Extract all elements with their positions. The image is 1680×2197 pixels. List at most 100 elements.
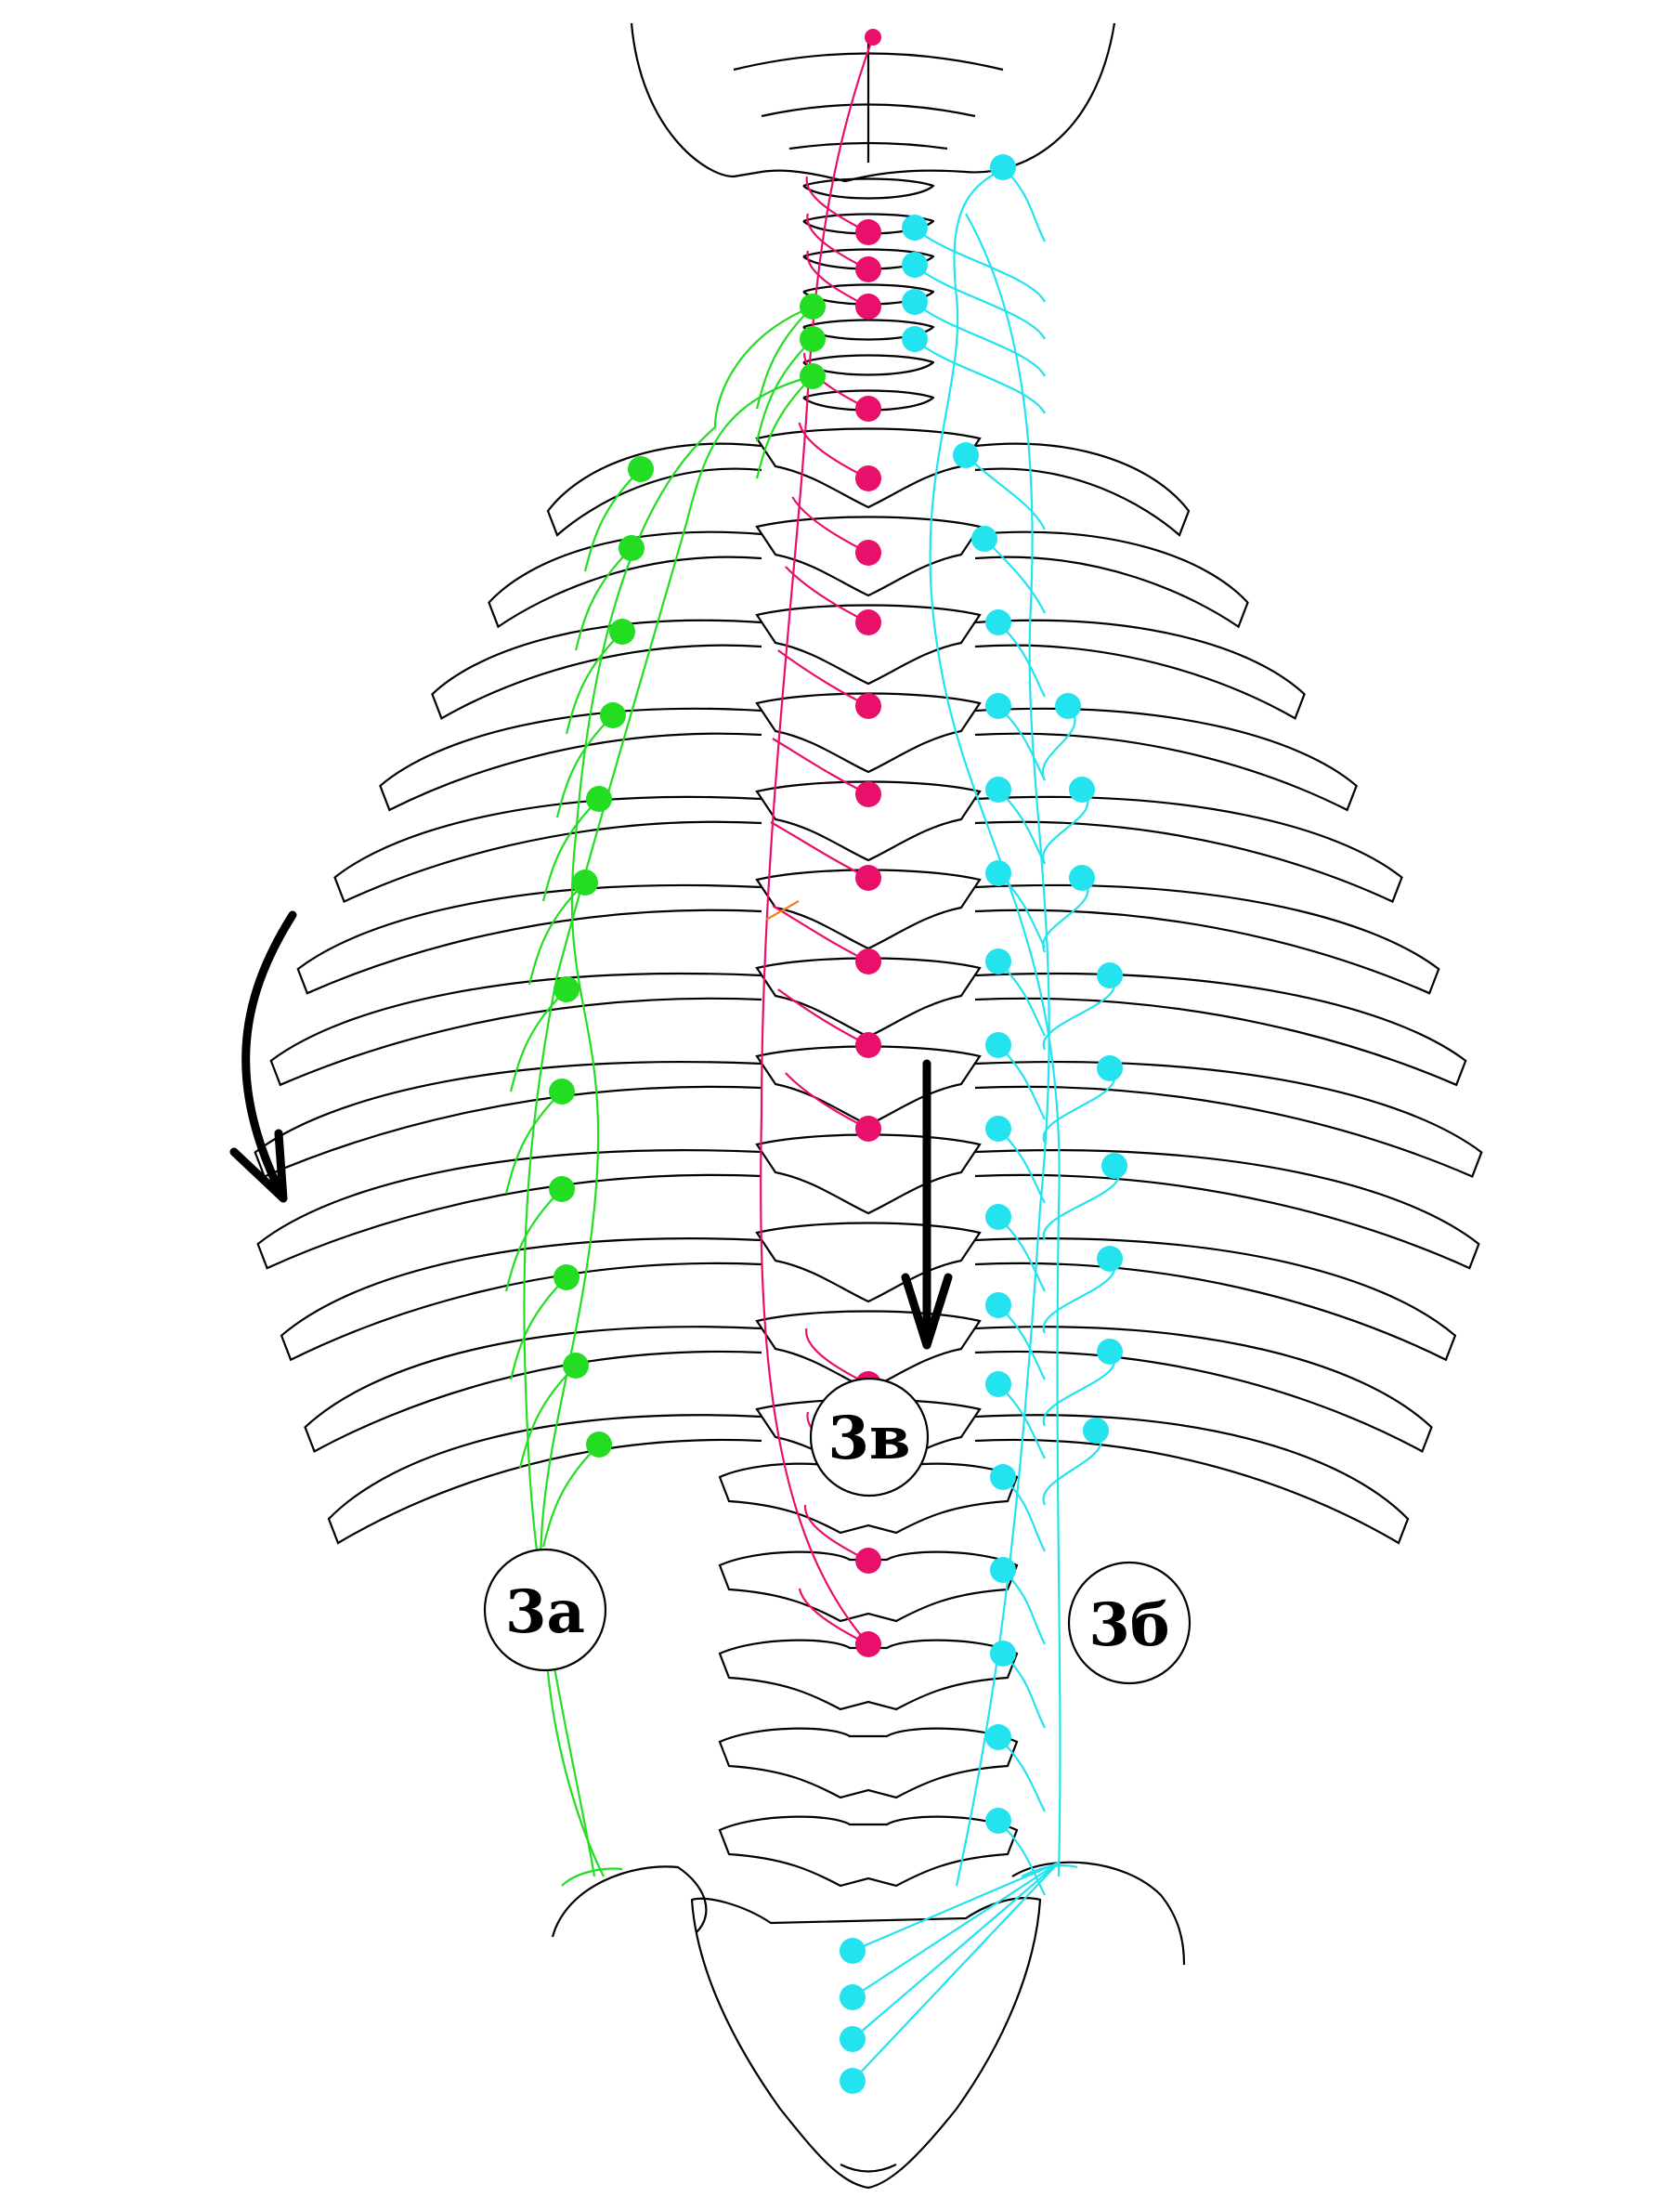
- sacrum: [690, 1897, 1042, 2190]
- green-branch: [518, 1365, 577, 1469]
- label-3b: 3б: [1067, 1561, 1192, 1685]
- cyan-dot: [1097, 1339, 1123, 1365]
- cyan-sacral-line: [852, 1862, 1060, 2082]
- cyan-dot: [971, 526, 997, 552]
- cyan-dot: [985, 1724, 1011, 1750]
- green-branch: [565, 631, 623, 735]
- thoracic-vertebra: [755, 604, 982, 686]
- green-dot: [619, 535, 645, 561]
- rib-right: [974, 1326, 1433, 1453]
- rib-right: [974, 1237, 1457, 1362]
- rib-right: [974, 795, 1403, 904]
- rib-right: [974, 1414, 1410, 1545]
- cyan-dot: [1097, 962, 1123, 988]
- label-3b-text: 3б: [1088, 1590, 1169, 1660]
- rib-left: [488, 530, 762, 629]
- green-dot: [549, 1176, 575, 1202]
- iliac-crest-right: [1011, 1861, 1186, 1966]
- green-branch: [755, 306, 814, 410]
- cyan-dot: [1083, 1418, 1109, 1444]
- cyan-dot: [985, 1116, 1011, 1142]
- thoracic-vertebra: [755, 780, 982, 862]
- cyan-trunk-2: [955, 213, 1050, 1887]
- magenta-dot: [855, 1116, 881, 1142]
- cyan-dot: [1055, 693, 1081, 719]
- cyan-dot: [902, 252, 928, 278]
- green-branch: [504, 1188, 563, 1292]
- green-branch: [755, 375, 814, 479]
- cyan-branch: [914, 338, 1046, 414]
- cyan-dot: [1069, 865, 1095, 891]
- magenta-trunk: [760, 36, 875, 1645]
- green-dot: [800, 294, 826, 320]
- thoracic-vertebra: [755, 957, 982, 1039]
- cyan-dot: [902, 289, 928, 315]
- cyan-dot: [1069, 777, 1095, 803]
- cyan-dot: [902, 215, 928, 241]
- green-trunk: [539, 305, 814, 1877]
- green-branch: [527, 882, 586, 986]
- cervical-vertebra: [802, 389, 935, 412]
- rib-right: [974, 442, 1191, 537]
- cyan-branch: [914, 227, 1046, 303]
- cyan-dot: [840, 1938, 866, 1964]
- lumbar-vertebra: [718, 1639, 1019, 1711]
- cyan-dot: [990, 1464, 1016, 1490]
- cyan-dot: [985, 948, 1011, 974]
- green-branch: [574, 547, 632, 651]
- rib-right: [974, 1061, 1483, 1178]
- magenta-dot: [855, 256, 881, 282]
- rib-left: [327, 1414, 762, 1545]
- cyan-dot: [985, 860, 1011, 886]
- cyan-dot: [990, 1557, 1016, 1583]
- green-dot: [572, 870, 598, 896]
- cyan-dot: [1101, 1153, 1127, 1179]
- green-branch: [541, 1444, 600, 1548]
- green-dot: [800, 363, 826, 389]
- cyan-dot: [840, 1984, 866, 2010]
- magenta-dot: [855, 781, 881, 807]
- magenta-dot: [855, 540, 881, 566]
- cyan-dot: [1097, 1055, 1123, 1081]
- magenta-dot: [855, 609, 881, 635]
- cyan-dot: [985, 1032, 1011, 1058]
- magenta-dot: [855, 1032, 881, 1058]
- green-dot: [586, 1432, 612, 1458]
- cyan-sacral-line: [852, 1862, 1060, 1998]
- cyan-trunk: [929, 165, 1061, 1877]
- thoracic-vertebra: [755, 1133, 982, 1215]
- down-arrow-icon: [901, 1059, 953, 1350]
- cyan-dot: [985, 1808, 1011, 1834]
- green-branch: [583, 468, 642, 572]
- green-dot: [586, 786, 612, 812]
- cervical-vertebra: [802, 248, 935, 270]
- cyan-dot: [953, 442, 979, 468]
- magenta-branch: [770, 821, 869, 879]
- rib-left: [431, 619, 762, 720]
- magenta-dot: [855, 1548, 881, 1574]
- cervical-vertebra: [802, 177, 935, 200]
- green-dot: [549, 1079, 575, 1105]
- cyan-dot: [990, 154, 1016, 180]
- cervical-vertebra: [802, 354, 935, 376]
- rib-right: [974, 972, 1467, 1087]
- thoracic-vertebra: [755, 869, 982, 950]
- cyan-dot: [985, 1371, 1011, 1397]
- green-dot: [600, 702, 626, 728]
- thoracic-vertebra: [755, 692, 982, 774]
- label-3a-text: 3а: [505, 1577, 585, 1647]
- green-dot: [800, 326, 826, 352]
- green-dot: [609, 619, 635, 645]
- green-dot: [553, 976, 580, 1002]
- cyan-dot: [1097, 1246, 1123, 1272]
- green-branch: [555, 714, 614, 818]
- cervical-vertebra: [802, 213, 935, 235]
- label-3a: 3а: [483, 1548, 607, 1672]
- cyan-sacral-line: [852, 1861, 1060, 1953]
- label-3v: 3в: [809, 1377, 930, 1497]
- iliac-crest-left: [551, 1865, 708, 1938]
- skeleton-outline: [254, 22, 1483, 2190]
- cyan-dot: [985, 777, 1011, 803]
- green-branch: [755, 338, 814, 442]
